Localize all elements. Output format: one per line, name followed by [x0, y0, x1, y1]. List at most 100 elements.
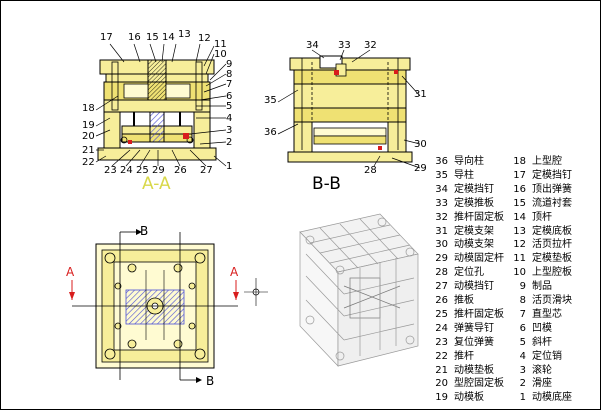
aa-callout: 17 [100, 32, 113, 43]
legend-item-number: 28 [435, 267, 448, 279]
section-bb-title: B-B [312, 174, 341, 194]
aa-callout: 23 [104, 165, 117, 176]
legend-item-number: 9 [519, 281, 526, 293]
bb-callout: 28 [364, 165, 377, 176]
bb-callout: 30 [414, 139, 427, 150]
legend-item-label: 上型腔 [532, 156, 562, 167]
legend-item: 9 制品 [508, 281, 552, 292]
bb-callout: 33 [338, 40, 351, 51]
legend-item-number: 17 [513, 169, 526, 181]
aa-right-rail [193, 111, 211, 149]
bb-callout: 36 [264, 127, 277, 138]
aa-callout: 25 [136, 165, 149, 176]
legend-item-label: 动模支架 [454, 239, 494, 251]
aa-callout: 21 [82, 145, 95, 156]
legend-item-number: 3 [519, 364, 526, 376]
legend-item: 27 动模挡钉 [430, 281, 494, 292]
aa-callout: 22 [82, 157, 95, 168]
aa-callout: 10 [214, 49, 227, 60]
legend-item: 18 上型腔 [508, 156, 562, 167]
legend-item-number: 34 [435, 183, 448, 195]
legend-item-number: 16 [513, 183, 526, 195]
legend-item: 6 凹模 [508, 323, 552, 334]
legend-item-label: 定模挡钉 [454, 183, 494, 195]
legend-item-label: 直型芯 [532, 308, 562, 320]
legend-item-number: 24 [435, 322, 448, 334]
legend-item-label: 顶出弹簧 [532, 183, 572, 195]
legend-item-label: 滑座 [532, 378, 552, 390]
bb-callout: 29 [414, 163, 427, 174]
aa-callout: 9 [226, 59, 233, 70]
legend-item-label: 型腔固定板 [454, 378, 504, 390]
legend-item-number: 31 [435, 225, 448, 237]
section-bb [277, 49, 421, 169]
legend-item-number: 18 [513, 156, 526, 167]
plan-marker-b-bottom: B [206, 374, 215, 388]
aa-callout: 16 [128, 32, 141, 43]
legend-item-label: 顶杆 [532, 211, 552, 223]
legend-item: 32 推杆固定板 [430, 212, 504, 223]
legend-item-number: 2 [519, 378, 526, 390]
legend-item-label: 导柱 [454, 169, 474, 181]
legend-item-label: 滚轮 [532, 364, 552, 376]
plan-marker-a-right: A [230, 265, 239, 279]
aa-callout: 27 [200, 165, 213, 176]
legend-item-label: 弹簧导钉 [454, 322, 494, 334]
plan-view [69, 229, 268, 383]
legend-item-label: 导向柱 [454, 156, 484, 167]
legend-item-number: 4 [519, 350, 526, 362]
aa-callout: 26 [174, 165, 187, 176]
legend-item-label: 动模底座 [532, 392, 572, 404]
aa-callout: 13 [178, 29, 191, 40]
aa-left-rail [103, 111, 121, 149]
aa-red-marker [183, 133, 189, 139]
legend-item-label: 推杆固定板 [454, 211, 504, 223]
legend-item-label: 凹模 [532, 322, 552, 334]
legend-item-label: 定模垫板 [532, 253, 572, 265]
legend-item-number: 27 [435, 281, 448, 293]
legend-item-label: 动模挡钉 [454, 281, 494, 293]
legend-item-label: 推杆 [454, 350, 474, 362]
legend-item: 22 推杆 [430, 351, 474, 362]
legend-item-number: 15 [513, 197, 526, 209]
bb-callout: 34 [306, 40, 319, 51]
aa-callout: 6 [226, 91, 233, 102]
legend-item-number: 32 [435, 211, 448, 223]
aa-callout: 24 [120, 165, 133, 176]
legend-item-label: 推杆固定板 [454, 308, 504, 320]
legend-item-label: 斜杆 [532, 336, 552, 348]
bb-callout: 32 [364, 40, 377, 51]
legend-item-number: 22 [435, 350, 448, 362]
legend-item-number: 11 [513, 253, 526, 265]
aa-callout: 1 [226, 161, 233, 172]
legend-item-number: 25 [435, 308, 448, 320]
legend-item-label: 推板 [454, 295, 474, 306]
legend-item-number: 14 [513, 211, 526, 223]
legend-item: 25 推杆固定板 [430, 309, 504, 320]
legend-item-label: 制品 [532, 281, 552, 293]
legend-item-number: 21 [435, 364, 448, 376]
legend-item-number: 6 [519, 322, 526, 334]
plan-marker-a-left: A [66, 265, 75, 279]
legend-item-label: 定模推板 [454, 197, 494, 209]
bb-callout: 35 [264, 95, 277, 106]
legend-item-number: 7 [519, 308, 526, 320]
legend-item-number: 23 [435, 336, 448, 348]
